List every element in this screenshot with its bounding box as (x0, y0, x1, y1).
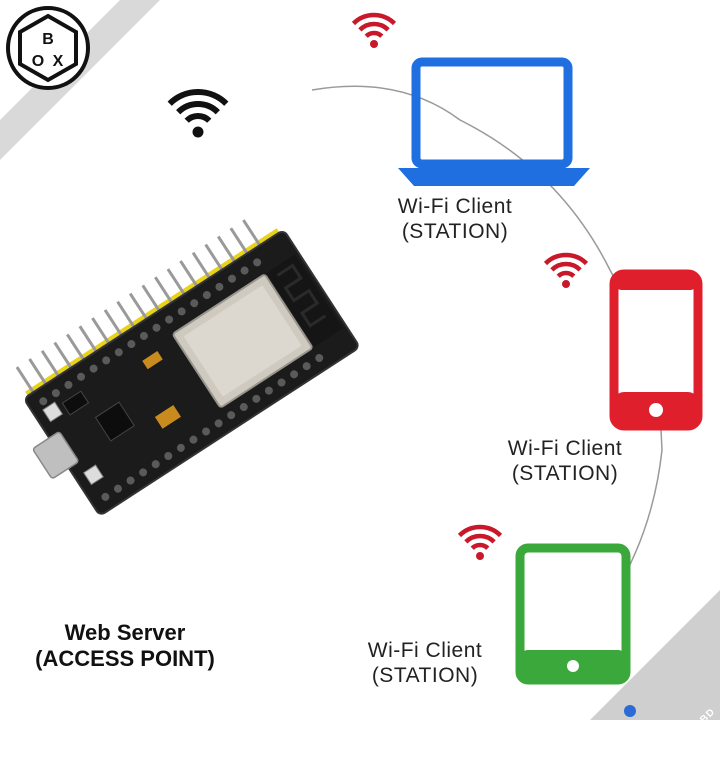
laptop-wifi-icon (351, 12, 397, 48)
watermark-band (590, 590, 720, 720)
diagram-canvas: B O X (0, 0, 720, 720)
tablet-client-label-line1: Wi-Fi Client (367, 639, 483, 662)
tablet-client-label-line2: (STATION) (371, 664, 479, 687)
phone-client-label-line2: (STATION) (511, 462, 619, 485)
server-wifi-icon (167, 89, 229, 138)
laptop-icon (398, 57, 590, 186)
svg-text:B: B (42, 31, 54, 48)
laptop-client-label: Wi-Fi Client (STATION) (360, 194, 550, 244)
tablet-wifi-icon (457, 524, 503, 560)
brand-logo-icon: B O X (6, 6, 90, 90)
server-label: Web Server (ACCESS POINT) (0, 620, 250, 672)
tablet-icon (515, 543, 631, 685)
phone-wifi-icon (543, 252, 589, 288)
esp32-board-icon (15, 219, 359, 515)
tablet-client-label: Wi-Fi Client (STATION) (330, 638, 520, 688)
laptop-client-label-line1: Wi-Fi Client (397, 195, 513, 218)
svg-text:X: X (53, 53, 64, 70)
phone-client-label-line1: Wi-Fi Client (507, 437, 623, 460)
phone-client-label: Wi-Fi Client (STATION) (470, 436, 660, 486)
server-label-line1: Web Server (64, 620, 186, 645)
server-label-line2: (ACCESS POINT) (35, 646, 215, 671)
social-icon (624, 705, 636, 717)
svg-text:O: O (32, 53, 44, 70)
laptop-client-label-line2: (STATION) (401, 220, 509, 243)
smartphone-icon (609, 269, 703, 431)
